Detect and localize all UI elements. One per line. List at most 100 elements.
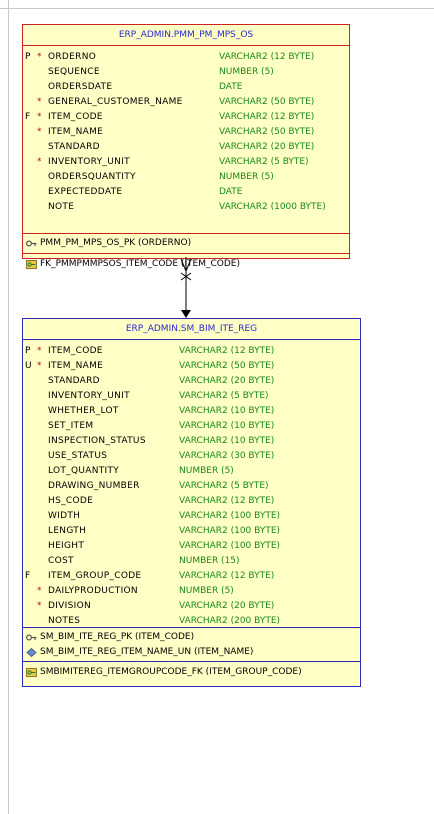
column-type: VARCHAR2 (10 BYTE) (179, 421, 275, 431)
column-name: SET_ITEM (48, 421, 94, 431)
column-row[interactable]: ORDERSDATE DATE (23, 80, 349, 95)
unique-key-icon (26, 648, 37, 657)
column-name: NOTE (48, 202, 75, 212)
mandatory-marker: * (37, 97, 42, 107)
column-name: ITEM_GROUP_CODE (48, 571, 142, 581)
foreign-key-label: SMBIMITEREG_ITEMGROUPCODE_FK (ITEM_GROUP… (40, 667, 302, 677)
key-row[interactable]: PMM_PM_MPS_OS_PK (ORDERNO) (23, 236, 349, 251)
canvas-top-ruler (0, 0, 434, 9)
column-type: NUMBER (5) (219, 67, 274, 77)
column-type: VARCHAR2 (12 BYTE) (219, 112, 315, 122)
key-flag: P (25, 346, 31, 356)
column-type: VARCHAR2 (200 BYTE) (179, 616, 281, 626)
canvas-left-ruler (0, 0, 9, 814)
column-type: DATE (219, 82, 243, 92)
column-name: ITEM_NAME (48, 127, 104, 137)
column-row[interactable]: USE_STATUS VARCHAR2 (30 BYTE) (23, 449, 360, 464)
column-name: ITEM_CODE (48, 346, 103, 356)
key-row[interactable]: SM_BIM_ITE_REG_ITEM_NAME_UN (ITEM_NAME) (23, 645, 360, 660)
primary-key-icon (26, 634, 37, 641)
table-title[interactable]: ERP_ADMIN.SM_BIM_ITE_REG (23, 319, 360, 340)
mandatory-marker: * (37, 127, 42, 137)
column-type: VARCHAR2 (20 BYTE) (219, 142, 315, 152)
column-type: VARCHAR2 (20 BYTE) (179, 601, 275, 611)
column-name: WIDTH (48, 511, 81, 521)
mandatory-marker: * (37, 157, 42, 167)
keys-section: PMM_PM_MPS_OS_PK (ORDERNO) (23, 233, 349, 253)
column-name: STANDARD (48, 142, 100, 152)
mandatory-marker: * (37, 112, 42, 122)
column-row[interactable]: NOTES VARCHAR2 (200 BYTE) (23, 614, 360, 629)
key-flag: F (25, 571, 31, 581)
column-row[interactable]: NOTE VARCHAR2 (1000 BYTE) (23, 200, 349, 215)
column-name: USE_STATUS (48, 451, 108, 461)
column-name: NOTES (48, 616, 81, 626)
primary-key-icon (26, 240, 37, 247)
key-flag: U (25, 361, 32, 371)
column-row[interactable]: SET_ITEM VARCHAR2 (10 BYTE) (23, 419, 360, 434)
foreign-keys-section: FK_PMMPMMPSOS_ITEM_CODE (ITEM_CODE) (23, 253, 349, 273)
foreign-key-icon (26, 260, 37, 269)
key-label: SM_BIM_ITE_REG_ITEM_NAME_UN (ITEM_NAME) (40, 647, 254, 657)
mandatory-marker: * (37, 52, 42, 62)
column-name: INSPECTION_STATUS (48, 436, 146, 446)
column-name: ITEM_NAME (48, 361, 104, 371)
key-row[interactable]: SM_BIM_ITE_REG_PK (ITEM_CODE) (23, 630, 360, 645)
column-type: VARCHAR2 (50 BYTE) (219, 127, 315, 137)
column-type: VARCHAR2 (1000 BYTE) (219, 202, 326, 212)
column-row[interactable]: COST NUMBER (15) (23, 554, 360, 569)
column-type: NUMBER (15) (179, 556, 240, 566)
column-row[interactable]: * ITEM_NAME VARCHAR2 (50 BYTE) (23, 125, 349, 140)
foreign-key-row[interactable]: SMBIMITEREG_ITEMGROUPCODE_FK (ITEM_GROUP… (23, 665, 360, 680)
column-type: VARCHAR2 (10 BYTE) (179, 406, 275, 416)
column-row[interactable]: EXPECTEDDATE DATE (23, 185, 349, 200)
key-label: SM_BIM_ITE_REG_PK (ITEM_CODE) (40, 632, 195, 642)
column-name: GENERAL_CUSTOMER_NAME (48, 97, 183, 107)
mandatory-marker: * (37, 361, 42, 371)
column-type: VARCHAR2 (50 BYTE) (179, 361, 275, 371)
column-type: VARCHAR2 (100 BYTE) (179, 511, 281, 521)
column-row[interactable]: U * ITEM_NAME VARCHAR2 (50 BYTE) (23, 359, 360, 374)
column-row[interactable]: STANDARD VARCHAR2 (20 BYTE) (23, 140, 349, 155)
column-type: VARCHAR2 (5 BYTE) (219, 157, 309, 167)
column-type: VARCHAR2 (30 BYTE) (179, 451, 275, 461)
column-name: ITEM_CODE (48, 112, 103, 122)
foreign-key-icon (26, 668, 37, 677)
key-label: PMM_PM_MPS_OS_PK (ORDERNO) (40, 238, 192, 248)
column-name: DRAWING_NUMBER (48, 481, 140, 491)
table-title[interactable]: ERP_ADMIN.PMM_PM_MPS_OS (23, 25, 349, 46)
column-type: NUMBER (5) (179, 586, 234, 596)
column-name: ORDERSDATE (48, 82, 113, 92)
foreign-key-row[interactable]: FK_PMMPMMPSOS_ITEM_CODE (ITEM_CODE) (23, 257, 349, 272)
column-row[interactable]: WIDTH VARCHAR2 (100 BYTE) (23, 509, 360, 524)
column-name: COST (48, 556, 74, 566)
column-name: EXPECTEDDATE (48, 187, 123, 197)
column-name: ORDERNO (48, 52, 97, 62)
column-type: DATE (219, 187, 243, 197)
column-name: LENGTH (48, 526, 87, 536)
